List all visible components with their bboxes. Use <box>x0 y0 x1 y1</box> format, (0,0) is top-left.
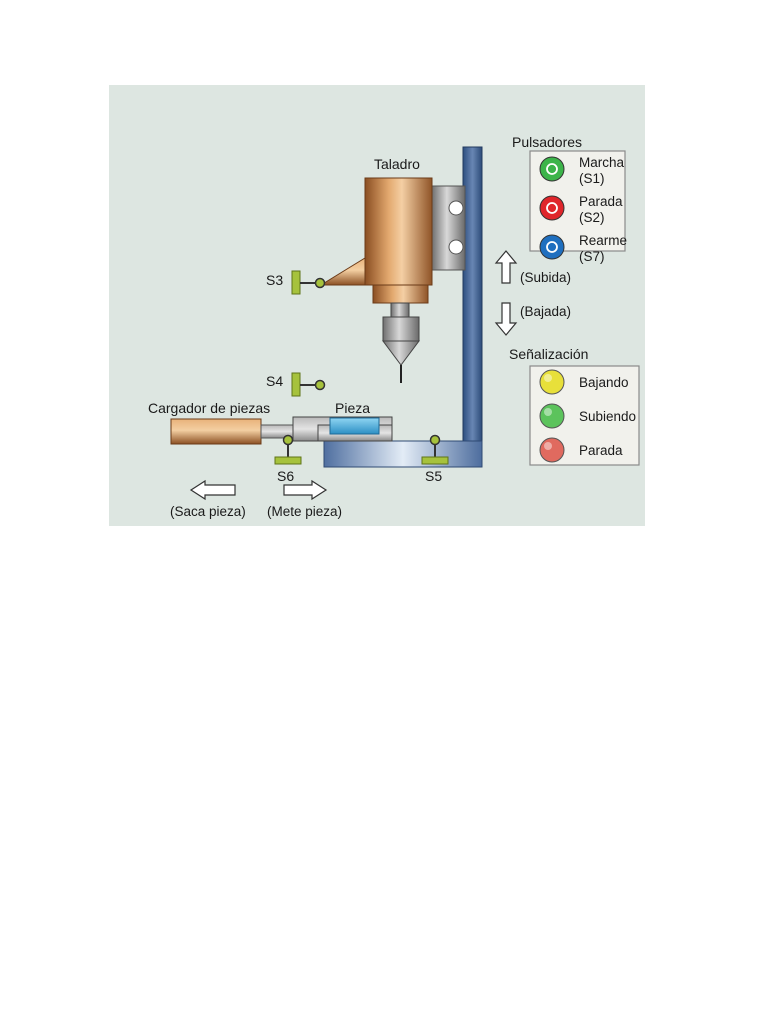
down-label: (Bajada) <box>520 304 571 319</box>
lamp-parada: Parada <box>539 437 623 463</box>
pushbuttons-title: Pulsadores <box>512 134 582 150</box>
lamp-label: Bajando <box>579 375 629 390</box>
pushbutton-parada[interactable]: Parada(S2) <box>539 194 623 225</box>
signals-title: Señalización <box>509 346 588 362</box>
s5-label: S5 <box>425 468 442 484</box>
lamp-label: Subiendo <box>579 409 636 424</box>
arrow-up-icon <box>494 250 518 284</box>
lamp-subiendo: Subiendo <box>539 403 636 429</box>
drill-station-diagram: Taladro S3 S4 Cargador de piezas Pieza S… <box>109 85 645 526</box>
pushbutton-rearme[interactable]: Rearme(S7) <box>539 233 627 264</box>
take-out-label: (Saca pieza) <box>170 504 246 519</box>
drill-label: Taladro <box>374 156 420 172</box>
loader-label: Cargador de piezas <box>148 400 270 416</box>
pushbutton-panel: Pulsadores Marcha(S1) Parada(S2) Rearme(S7… <box>512 134 627 264</box>
pushbutton-code: (S1) <box>579 171 605 186</box>
arrow-down-icon <box>494 302 518 336</box>
lamp-label: Parada <box>579 443 623 458</box>
pushbutton-label: Rearme <box>579 233 627 248</box>
up-label: (Subida) <box>520 270 571 285</box>
drill-body <box>319 177 433 383</box>
pushbutton-marcha[interactable]: Marcha(S1) <box>539 155 625 186</box>
sensor-s5 <box>421 434 449 465</box>
column <box>323 146 483 468</box>
sensor-s3 <box>291 270 326 295</box>
sensor-s6 <box>274 434 302 465</box>
pushbutton-label: Marcha <box>579 155 625 170</box>
pushbutton-code: (S2) <box>579 210 605 225</box>
piece <box>329 417 380 435</box>
s3-label: S3 <box>266 272 283 288</box>
lamp-bajando: Bajando <box>539 369 629 395</box>
s6-label: S6 <box>277 468 294 484</box>
pushbutton-code: (S7) <box>579 249 605 264</box>
sensor-s4 <box>291 372 326 397</box>
drill-bracket <box>431 185 466 271</box>
s4-label: S4 <box>266 373 283 389</box>
pushbutton-label: Parada <box>579 194 623 209</box>
arrow-left-icon <box>189 479 236 501</box>
loader-cylinder <box>170 418 294 445</box>
arrow-right-icon <box>283 479 328 501</box>
put-in-label: (Mete pieza) <box>267 504 342 519</box>
piece-label: Pieza <box>335 400 370 416</box>
